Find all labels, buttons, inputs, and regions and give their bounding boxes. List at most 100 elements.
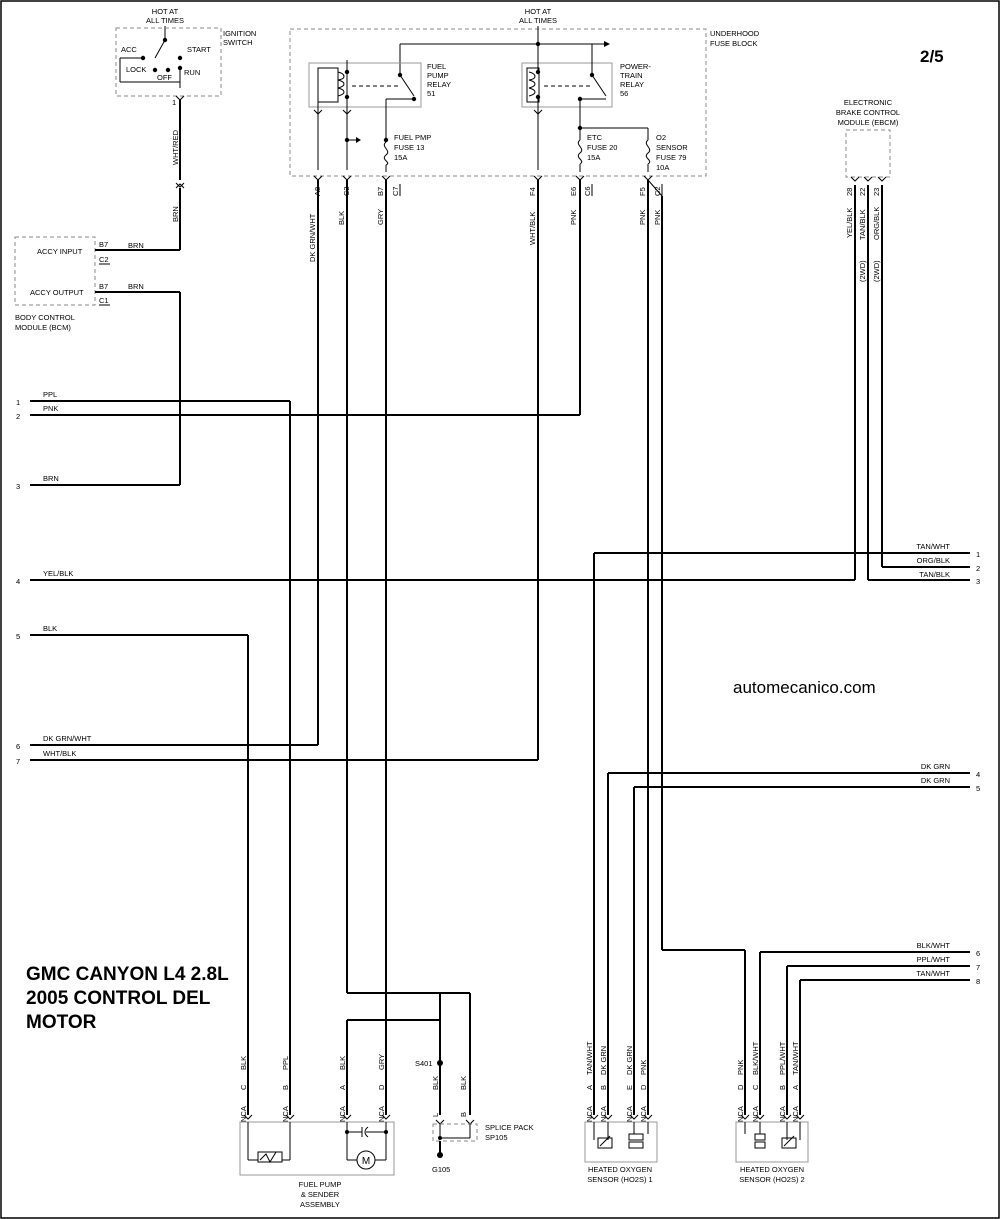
fuel-pump-motor-label: M bbox=[362, 1156, 370, 1167]
fp-wire-ppl: PPL bbox=[281, 1056, 290, 1070]
ufb-pin-b7: B7 bbox=[376, 187, 385, 196]
ho2s2-nca-d: NCA bbox=[736, 1106, 745, 1122]
lc-num-2: 2 bbox=[16, 412, 20, 421]
wire-blk-c2: BLK bbox=[337, 211, 346, 225]
ufb-hot-line2: ALL TIMES bbox=[519, 16, 557, 25]
wire-pnk-c2: PNK bbox=[653, 210, 662, 225]
rc-num-2: 2 bbox=[976, 564, 980, 573]
fuel-pmp-fuse-line2: FUSE 13 bbox=[394, 143, 424, 152]
ho2s2-name-line1: HEATED OXYGEN bbox=[740, 1165, 804, 1174]
rc-wire-3: TAN/BLK bbox=[919, 570, 950, 579]
bcm-conn-c1: C1 bbox=[99, 296, 109, 305]
fp-pin-c: C bbox=[239, 1084, 248, 1090]
lc-wire-6: DK GRN/WHT bbox=[43, 734, 92, 743]
electronic-brake-control-module: ELECTRONIC BRAKE CONTROL MODULE (EBCM) 2… bbox=[836, 98, 900, 282]
body-control-module: ACCY INPUT ACCY OUTPUT B7 C2 B7 C1 BRN B… bbox=[14, 236, 181, 485]
lc-wire-7: WHT/BLK bbox=[43, 749, 76, 758]
bcm-accy-input: ACCY INPUT bbox=[37, 247, 83, 256]
fp-pin-a: A bbox=[338, 1085, 347, 1090]
ebcm-name-line2: BRAKE CONTROL bbox=[836, 108, 900, 117]
ho2s2-wire-ppl-wht: PPL/WHT bbox=[778, 1041, 787, 1075]
ign-pos-start: START bbox=[187, 45, 211, 54]
ho2s1-pin-d: D bbox=[639, 1084, 648, 1090]
ebcm-name-line1: ELECTRONIC bbox=[844, 98, 893, 107]
ign-name-line1: IGNITION bbox=[223, 29, 256, 38]
ho2s1-pin-b: B bbox=[599, 1085, 608, 1090]
ebcm-wire-tan-blk: TAN/BLK bbox=[858, 209, 867, 240]
rc-num-1: 1 bbox=[976, 550, 980, 559]
ho2s2-wire-blk-wht: BLK/WHT bbox=[751, 1041, 760, 1075]
ebcm-pin-22: 22 bbox=[858, 188, 867, 196]
pt-relay-line1: POWER- bbox=[620, 62, 651, 71]
underhood-fuse-block: HOT AT ALL TIMES UNDERHOOD FUSE BLOCK FU… bbox=[289, 7, 760, 262]
fp-relay-line2: PUMP bbox=[427, 71, 449, 80]
ho2s1-wire-pnk: PNK bbox=[639, 1060, 648, 1075]
ho2s2-wire-pnk: PNK bbox=[736, 1060, 745, 1075]
wire-dk-grn-wht: DK GRN/WHT bbox=[308, 213, 317, 262]
wire-wht-blk: WHT/BLK bbox=[528, 212, 537, 245]
rc-num-3: 3 bbox=[976, 577, 980, 586]
ign-wire-label: WHT/RED bbox=[171, 129, 180, 165]
splice-pack-sp105: S401 BLK BLK L B SPLICE PACK SP105 G105 bbox=[415, 1059, 534, 1174]
wires bbox=[30, 179, 970, 1115]
ebcm-wire-yel-blk: YEL/BLK bbox=[845, 208, 854, 238]
splice-wire-l: BLK bbox=[431, 1076, 440, 1090]
lc-num-1: 1 bbox=[16, 398, 20, 407]
ign-name-line2: SWITCH bbox=[223, 38, 253, 47]
ho2s2-wire-tan-wht: TAN/WHT bbox=[791, 1041, 800, 1075]
bcm-accy-output: ACCY OUTPUT bbox=[30, 288, 84, 297]
ho2s1-name-line1: HEATED OXYGEN bbox=[588, 1165, 652, 1174]
lc-wire-5: BLK bbox=[43, 624, 57, 633]
title-line3: MOTOR bbox=[26, 1012, 97, 1033]
ufb-pin-f4: F4 bbox=[528, 187, 537, 196]
ufb-name-line1: UNDERHOOD bbox=[710, 29, 760, 38]
wire-pnk-e6: PNK bbox=[569, 210, 578, 225]
ground-g105: G105 bbox=[432, 1165, 450, 1174]
lc-wire-3: BRN bbox=[43, 474, 59, 483]
ho2s1-pin-a: A bbox=[585, 1085, 594, 1090]
ho2s1-nca-b: NCA bbox=[599, 1106, 608, 1122]
heated-oxygen-sensor-2: D PNK C BLK/WHT B PPL/WHT A TAN/WHT NCA … bbox=[735, 1041, 809, 1184]
rc-wire-4: DK GRN bbox=[921, 762, 950, 771]
ign-pos-acc: ACC bbox=[121, 45, 137, 54]
pt-relay-line4: 56 bbox=[620, 89, 628, 98]
page-number: 2/5 bbox=[920, 47, 944, 66]
rc-num-6: 6 bbox=[976, 949, 980, 958]
wire-gry: GRY bbox=[376, 209, 385, 225]
fp-nca-b: NCA bbox=[281, 1106, 290, 1122]
ign-pos-lock: LOCK bbox=[126, 65, 146, 74]
lc-num-4: 4 bbox=[16, 577, 20, 586]
etc-fuse-line2: FUSE 20 bbox=[587, 143, 617, 152]
ho2s2-pin-a: A bbox=[791, 1085, 800, 1090]
ho2s1-nca-d: NCA bbox=[639, 1106, 648, 1122]
wire-pnk-f5: PNK bbox=[638, 210, 647, 225]
ufb-pin-f5: F5 bbox=[638, 187, 647, 196]
fp-pin-d: D bbox=[377, 1084, 386, 1090]
ufb-pin-e6: E6 bbox=[569, 187, 578, 196]
lc-wire-4: YEL/BLK bbox=[43, 569, 73, 578]
ho2s2-nca-a: NCA bbox=[791, 1106, 800, 1122]
heated-oxygen-sensor-1: A TAN/WHT B DK GRN E DK GRN D PNK NCA NC… bbox=[584, 1041, 658, 1184]
o2-fuse-line2: SENSOR bbox=[656, 143, 688, 152]
splice-s401: S401 bbox=[415, 1059, 433, 1068]
fuel-pmp-fuse-line1: FUEL PMP bbox=[394, 133, 431, 142]
lc-wire-1: PPL bbox=[43, 390, 57, 399]
bcm-name-line1: BODY CONTROL bbox=[15, 313, 75, 322]
ho2s2-pin-c: C bbox=[751, 1084, 760, 1090]
splice-pin-b: B bbox=[459, 1112, 468, 1117]
lc-num-5: 5 bbox=[16, 632, 20, 641]
bcm-wire-in: BRN bbox=[128, 241, 144, 250]
ufb-conn-c6: C6 bbox=[583, 186, 592, 196]
fp-pin-b: B bbox=[281, 1085, 290, 1090]
rc-num-5: 5 bbox=[976, 784, 980, 793]
bcm-pin-b7-a: B7 bbox=[99, 240, 108, 249]
pt-relay-line3: RELAY bbox=[620, 80, 644, 89]
fp-name-line2: & SENDER bbox=[301, 1190, 340, 1199]
ign-pin-1: 1 bbox=[172, 98, 176, 107]
bcm-name-line2: MODULE (BCM) bbox=[15, 323, 71, 332]
fp-relay-line4: 51 bbox=[427, 89, 435, 98]
ho2s2-name-line2: SENSOR (HO2S) 2 bbox=[739, 1175, 804, 1184]
diagram-title: GMC CANYON L4 2.8L 2005 CONTROL DEL MOTO… bbox=[26, 964, 229, 1033]
ufb-conn-c7: C7 bbox=[391, 186, 400, 196]
fuel-pmp-fuse-line3: 15A bbox=[394, 153, 407, 162]
